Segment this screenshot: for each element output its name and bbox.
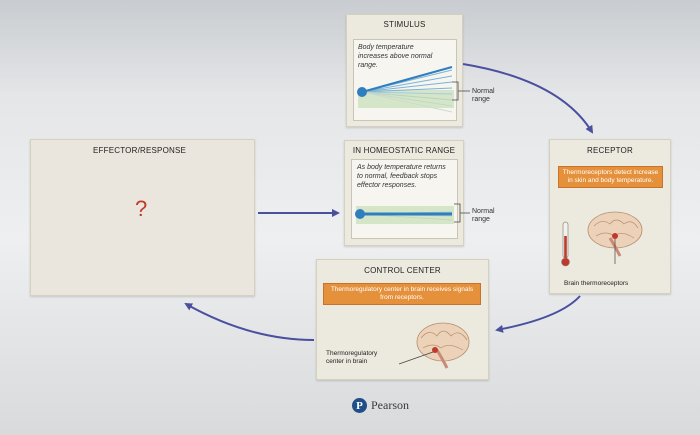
effector-placeholder: ? <box>135 196 148 221</box>
brain-icon <box>416 322 470 369</box>
stimulus-range-label-line2: range <box>472 96 490 103</box>
arrow-stimulus-to-receptor <box>462 63 594 134</box>
control-center-title: CONTROL CENTER <box>364 266 441 275</box>
homeostatic-gauge-box: As body temperature returns to normal, f… <box>351 159 458 239</box>
stimulus-gauge-lines <box>357 66 453 113</box>
stimulus-gauge-box: Body temperature increases above normal … <box>353 39 457 121</box>
homeostatic-gauge-lines <box>355 209 453 221</box>
receptor-panel: RECEPTOR Thermoreceptors detect increase… <box>549 139 671 294</box>
homeostatic-panel: IN HOMEOSTATIC RANGE As body temperature… <box>344 140 464 246</box>
pearson-logo: P Pearson <box>352 398 409 413</box>
pearson-wordmark: Pearson <box>371 398 409 412</box>
receptor-title: RECEPTOR <box>587 146 633 155</box>
effector-title: EFFECTOR/RESPONSE <box>93 146 187 155</box>
effector-panel: EFFECTOR/RESPONSE ? <box>30 139 255 296</box>
control-center-panel: CONTROL CENTER Thermoregulatory center i… <box>316 259 489 380</box>
control-center-illustration <box>398 322 470 369</box>
control-center-caption-line2: center in brain <box>326 358 368 365</box>
homeostatic-note: As body temperature returns to normal, f… <box>357 164 446 189</box>
arrow-control-to-effector <box>184 303 315 341</box>
receptor-highlight: Thermoreceptors detect increase in skin … <box>558 166 663 188</box>
control-center-caption-line1: Thermoregulatory <box>326 350 378 357</box>
stimulus-note: Body temperature increases above normal … <box>358 44 433 69</box>
receptor-illustration <box>561 211 643 267</box>
stimulus-panel: STIMULUS Body temperature increases abov… <box>346 14 463 127</box>
homeostatic-range-label: Normal range <box>472 208 495 224</box>
pearson-logo-icon: P <box>352 398 367 413</box>
stimulus-range-label: Normal range <box>472 88 495 104</box>
stimulus-title: STIMULUS <box>383 20 426 29</box>
receptor-caption: Brain thermoreceptors <box>564 280 629 287</box>
control-center-highlight: Thermoregulatory center in brain receive… <box>323 283 481 305</box>
homeostatic-title: IN HOMEOSTATIC RANGE <box>352 146 456 155</box>
arrow-receptor-to-control <box>495 295 581 333</box>
stimulus-range-label-line1: Normal <box>472 88 495 95</box>
brain-icon <box>587 211 643 257</box>
homeostatic-range-label-line2: range <box>472 216 490 223</box>
homeostatic-range-label-line1: Normal <box>472 208 495 215</box>
control-center-caption: Thermoregulatory center in brain <box>326 350 377 366</box>
